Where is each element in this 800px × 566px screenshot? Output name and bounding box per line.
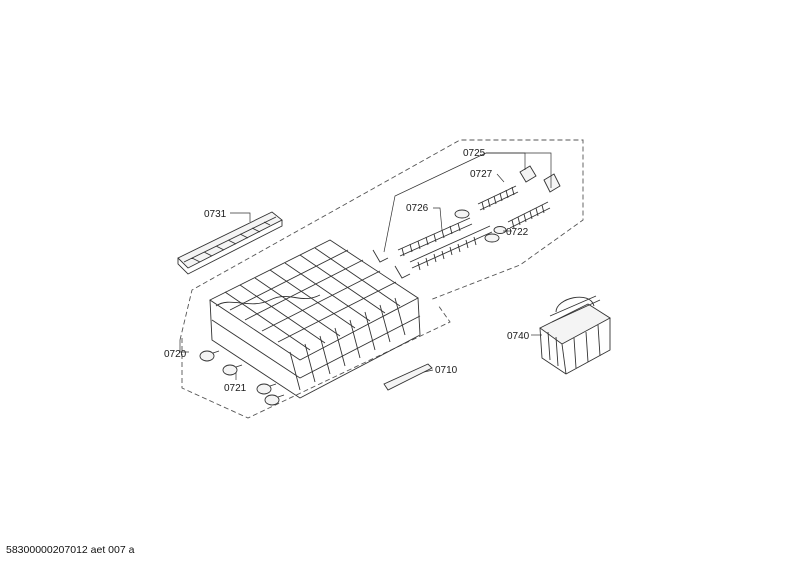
part-0721-wheels [199,350,285,406]
label-0725: 0725 [463,148,486,159]
label-0721: 0721 [224,383,247,394]
label-0726: 0726 [406,203,429,214]
leader-lines [179,152,552,380]
assembly-boundary-outline [179,139,584,419]
part-0726-tines [372,217,493,279]
label-0731: 0731 [204,209,227,220]
part-0727-tines [477,185,551,229]
part-0710-plate [383,363,433,391]
part-0740-cutlery-basket [539,295,611,375]
part-0725-clips [519,165,561,193]
part-0720-basket-shape [209,239,421,399]
label-0740: 0740 [507,331,530,342]
label-0710: 0710 [435,365,458,376]
part-0731-shape [177,211,283,275]
label-0722: 0722 [506,227,529,238]
label-0720: 0720 [164,349,187,360]
part-0722-holders [454,209,507,243]
document-reference-footer: 58300000207012 aet 007 a [6,544,135,556]
label-0727: 0727 [470,169,493,180]
